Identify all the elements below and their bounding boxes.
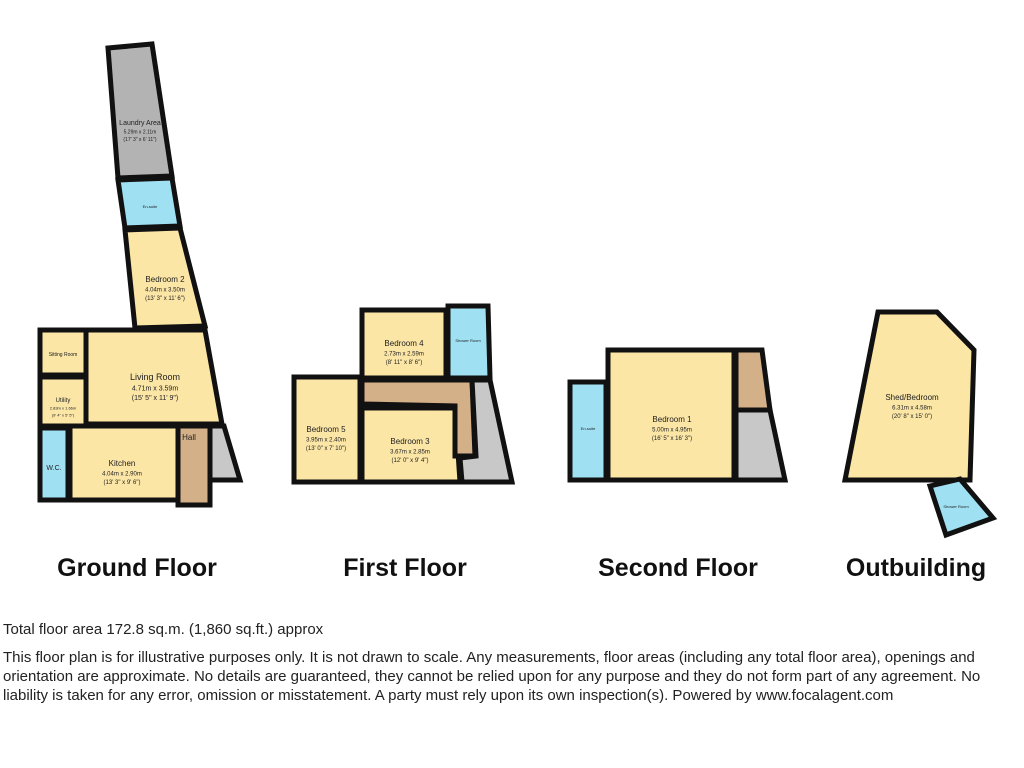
room-en-suite [567, 379, 609, 483]
room-dimensions: 4.04m x 2.90m [102, 472, 142, 478]
floor-label: Second Floor [598, 554, 758, 582]
staircase [457, 377, 516, 485]
floor-plan: Laundry Area 5.29m x 2.11m(17' 3" x 6' 11… [37, 41, 998, 582]
room-name: Shower Room [455, 338, 481, 343]
room-dimensions: (13' 3" x 9' 6") [104, 480, 141, 486]
room-dimensions: 3.67m x 2.85m [390, 450, 430, 456]
room-en-suite [115, 175, 183, 231]
staircase [207, 423, 244, 483]
room-name: Bedroom 2 [145, 275, 185, 284]
landing [733, 347, 773, 413]
room-dimensions: 2.73m x 2.59m [384, 352, 424, 358]
room-dimensions: 4.04m x 3.50m [145, 288, 185, 294]
room-dimensions: (17' 3" x 6' 11") [123, 137, 156, 143]
room-name: Shower Room [943, 504, 969, 509]
room-name: Bedroom 4 [384, 339, 424, 348]
room-name: Laundry Area [119, 120, 161, 127]
room-laundry-area [105, 41, 175, 181]
room-dimensions: (13' 3" x 11' 6") [145, 296, 185, 302]
room-name: Bedroom 3 [390, 437, 430, 446]
room-hall [175, 423, 213, 508]
room-dimensions: (15' 5" x 11' 9") [132, 395, 178, 402]
room-w-c- [37, 425, 71, 503]
floor-label: First Floor [343, 554, 467, 582]
room-dimensions: 6.31m x 4.58m [892, 406, 932, 412]
room-name: Utility [56, 398, 71, 404]
room-dimensions: 4.71m x 3.59m [132, 386, 178, 393]
room-name: W.C. [46, 465, 61, 472]
room-name: Kitchen [109, 459, 136, 468]
room-name: En-suite [143, 204, 158, 209]
room-name: Living Room [130, 372, 180, 382]
floor-label: Outbuilding [846, 554, 986, 582]
floor-outbuilding: Shed/Bedroom 6.31m x 4.58m (20' 8" x 15' 0… [841, 309, 998, 582]
total-floor-area: Total floor area 172.8 sq.m. (1,860 sq.f… [3, 621, 324, 638]
floor-second-floor: En-suite Bedroom 1 5.00m x 4.95m (16' 5" x … [567, 347, 789, 582]
room-bedroom-2 [122, 225, 209, 331]
room-name: Bedroom 1 [652, 415, 692, 424]
room-dimensions: 5.29m x 2.11m [124, 130, 157, 136]
room-dimensions: (13' 0" x 7' 10") [306, 446, 346, 452]
room-name: En-suite [581, 426, 596, 431]
room-name: Sitting Room [49, 352, 78, 358]
room-name: Shed/Bedroom [885, 393, 939, 402]
room-name: Bedroom 5 [306, 425, 346, 434]
floor-label: Ground Floor [57, 554, 217, 582]
room-shower-room [926, 476, 998, 539]
floor-ground-floor: Laundry Area 5.29m x 2.11m(17' 3" x 6' 11… [37, 41, 244, 582]
room-dimensions: (9' 4" x 5' 5") [52, 412, 75, 417]
floor-first-floor: Bedroom 4 2.73m x 2.59m (8' 11" x 8' 6") Sh… [291, 303, 516, 582]
staircase [733, 407, 789, 483]
room-name: Hall [182, 433, 196, 442]
room-dimensions: (16' 5" x 16' 3") [652, 436, 692, 442]
disclaimer: This floor plan is for illustrative purp… [3, 649, 981, 704]
room-dimensions: 3.95m x 2.40m [306, 438, 346, 444]
room-dimensions: (12' 0" x 9' 4") [392, 458, 429, 464]
room-dimensions: (20' 8" x 15' 0") [892, 414, 932, 420]
room-dimensions: 5.00m x 4.95m [652, 428, 692, 434]
room-dimensions: (8' 11" x 8' 6") [386, 360, 422, 366]
room-shed-bedroom [841, 309, 977, 483]
room-dimensions: 2.83m x 1.66m [50, 406, 77, 411]
